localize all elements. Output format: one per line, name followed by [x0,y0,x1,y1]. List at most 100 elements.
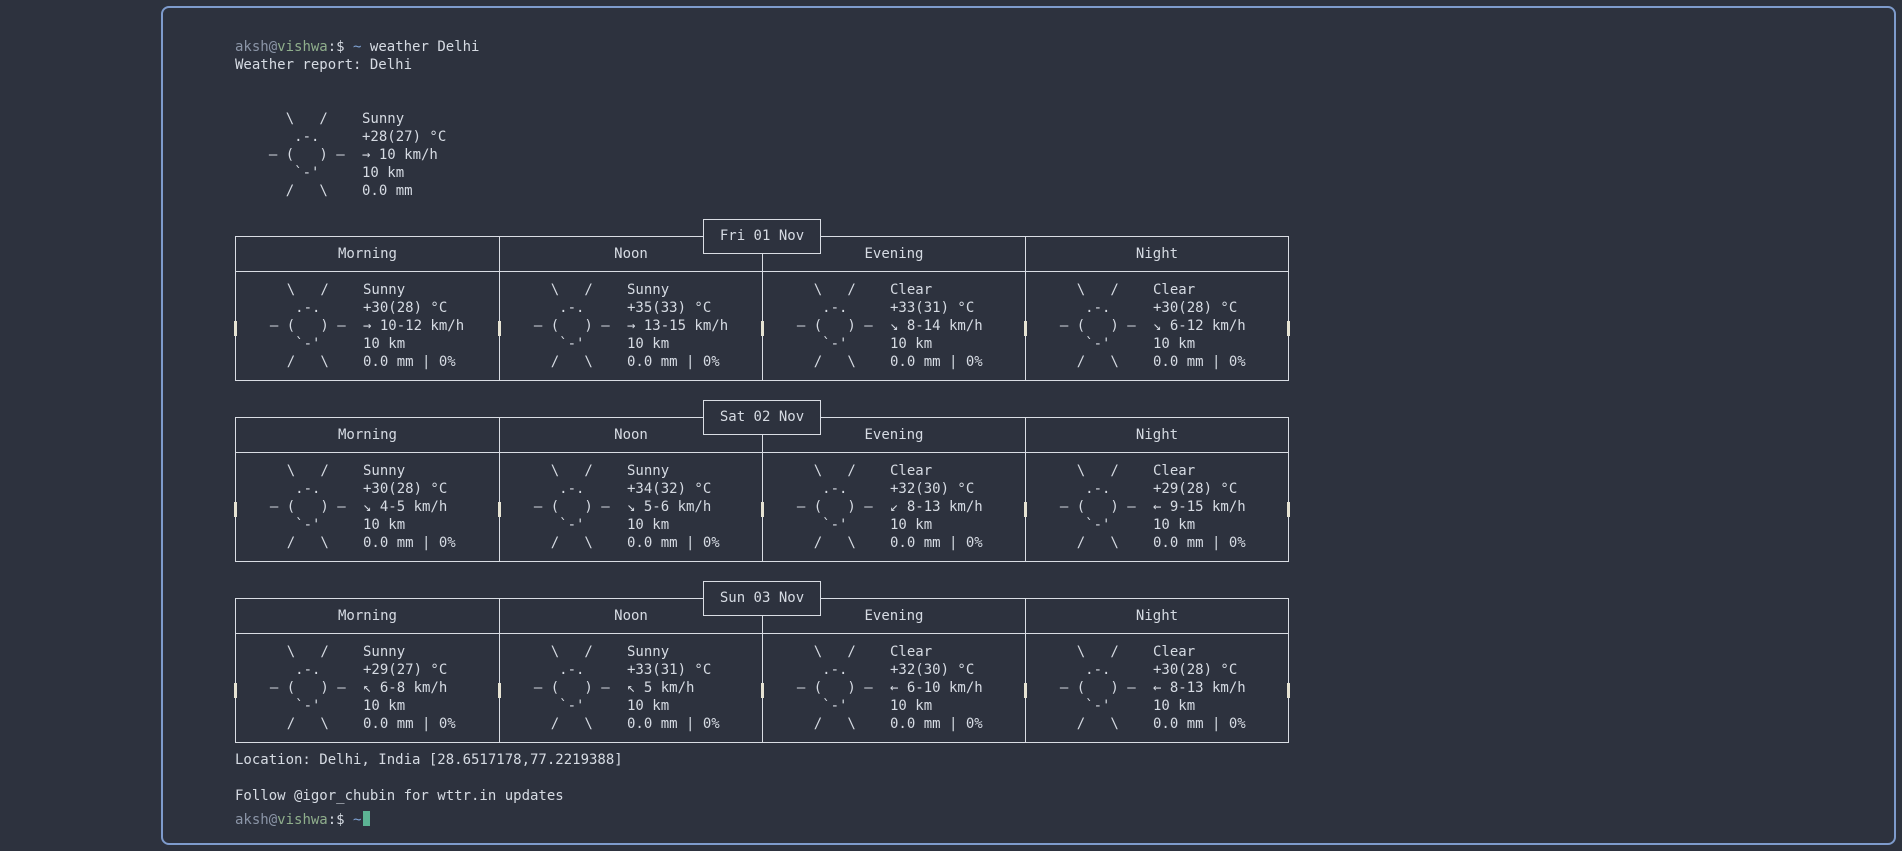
wind-text: ← 8-13 km/h [1153,680,1246,696]
prompt-tilde: ~ [353,39,362,55]
precipitation-text: 0.0 mm | 0% [627,354,720,370]
weather-cell-morning: \ / .-. – ( ) – `-' / \ Sunny +29(27) °C… [236,634,499,742]
temperature-text: +34(32) °C [627,481,712,497]
day-label-fri: Fri 01 Nov [703,219,821,254]
weather-cell-morning: \ / .-. – ( ) – `-' / \ Sunny +30(28) °C… [236,272,499,380]
sun-ascii-icon: \ / .-. – ( ) – `-' / \ [533,644,610,732]
temperature-text: +30(28) °C [363,481,448,497]
precipitation-text: 0.0 mm [362,183,413,199]
wind-line-tick [234,683,237,698]
weather-cell-noon: \ / .-. – ( ) – `-' / \ Sunny +35(33) °C… [499,272,762,380]
temperature-text: +32(30) °C [890,662,975,678]
current-conditions-text: Sunny +28(27) °C → 10 km/h 10 km 0.0 mm [362,110,446,200]
period-header-night: Night [1025,599,1288,634]
wind-text: ← 6-10 km/h [890,680,983,696]
wind-text: → 13-15 km/h [627,318,729,334]
weather-cell-night: \ / .-. – ( ) – `-' / \ Clear +30(28) °C… [1025,634,1288,742]
prompt-at: @ [268,812,278,828]
period-header-evening: Evening [762,418,1025,453]
wind-text: → 10 km/h [362,147,438,163]
visibility-text: 10 km [1153,698,1196,714]
visibility-text: 10 km [890,698,933,714]
visibility-text: 10 km [1153,517,1196,533]
visibility-text: 10 km [1153,336,1196,352]
blank-line [235,769,1894,787]
condition-text: Clear [1153,282,1196,298]
visibility-text: 10 km [363,698,406,714]
visibility-text: 10 km [627,336,670,352]
precipitation-text: 0.0 mm | 0% [1153,354,1246,370]
wind-text: ↘ 8-14 km/h [890,318,983,334]
wind-line-tick [1287,321,1290,336]
condition-text: Sunny [363,463,406,479]
period-header-row: Morning Noon Evening Night [236,418,1288,453]
forecast-table-fri: Fri 01 Nov Morning Noon Evening Night \ … [234,219,1290,381]
condition-text: Sunny [627,644,670,660]
temperature-text: +32(30) °C [890,481,975,497]
condition-text: Sunny [363,644,406,660]
wind-line-tick [761,683,764,698]
wind-text: ↙ 8-13 km/h [890,499,983,515]
visibility-text: 10 km [627,517,670,533]
sun-ascii-icon: \ / .-. – ( ) – `-' / \ [269,282,346,370]
sun-ascii-icon: \ / .-. – ( ) – `-' / \ [1059,463,1136,551]
sun-ascii-icon: \ / .-. – ( ) – `-' / \ [269,463,346,551]
visibility-text: 10 km [363,336,406,352]
sun-ascii-icon: \ / .-. – ( ) – `-' / \ [269,644,346,732]
prompt-tilde: ~ [353,812,362,828]
condition-text: Sunny [627,282,670,298]
forecast-body-row: \ / .-. – ( ) – `-' / \ Sunny +30(28) °C… [236,272,1288,380]
wind-text: ↖ 6-8 km/h [363,680,448,696]
precipitation-text: 0.0 mm | 0% [890,354,983,370]
weather-cell-evening: \ / .-. – ( ) – `-' / \ Clear +32(30) °C… [762,634,1025,742]
prompt-suffix: :$ [327,39,345,55]
weather-cell-morning: \ / .-. – ( ) – `-' / \ Sunny +30(28) °C… [236,453,499,561]
terminal-cursor [363,811,371,826]
sun-ascii-icon: \ / .-. – ( ) – `-' / \ [533,282,610,370]
period-header-row: Morning Noon Evening Night [236,237,1288,272]
wind-line-tick [234,321,237,336]
wind-line-tick [234,502,237,517]
sun-ascii-icon: \ / .-. – ( ) – `-' / \ [1059,282,1136,370]
current-conditions: \ / .-. – ( ) – `-' / \ Sunny +28(27) °C… [235,110,1894,200]
period-header-morning: Morning [337,246,397,262]
sun-ascii-icon: \ / .-. – ( ) – `-' / \ [796,282,873,370]
weather-cell-night: \ / .-. – ( ) – `-' / \ Clear +30(28) °C… [1025,272,1288,380]
sun-ascii-icon: \ / .-. – ( ) – `-' / \ [533,463,610,551]
visibility-text: 10 km [890,517,933,533]
wind-line-tick [1287,683,1290,698]
forecast-table-sat: Sat 02 Nov Morning Noon Evening Night \ … [234,400,1290,562]
command-text: weather Delhi [369,39,480,55]
condition-text: Clear [890,463,933,479]
temperature-text: +30(28) °C [1153,662,1238,678]
prompt-host: vishwa [277,812,328,828]
visibility-text: 10 km [362,165,405,181]
condition-text: Sunny [362,111,405,127]
wind-line-tick [498,502,501,517]
temperature-text: +30(28) °C [1153,300,1238,316]
weather-cell-evening: \ / .-. – ( ) – `-' / \ Clear +32(30) °C… [762,453,1025,561]
report-title: Weather report: Delhi [235,57,413,73]
wind-text: → 10-12 km/h [363,318,465,334]
wind-line-tick [1287,502,1290,517]
prompt-user: aksh [235,812,269,828]
active-prompt-line[interactable]: aksh@vishwa:$ ~ [235,811,1894,829]
period-header-night: Night [1025,237,1288,272]
prompt-host: vishwa [277,39,328,55]
condition-text: Sunny [627,463,670,479]
period-header-row: Morning Noon Evening Night [236,599,1288,634]
terminal-content: aksh@vishwa:$ ~ weather Delhi Weather re… [163,8,1894,829]
visibility-text: 10 km [627,698,670,714]
period-header-noon: Noon [499,237,762,272]
forecast-body-row: \ / .-. – ( ) – `-' / \ Sunny +30(28) °C… [236,453,1288,561]
visibility-text: 10 km [890,336,933,352]
period-header-night: Night [1025,418,1288,453]
precipitation-text: 0.0 mm | 0% [890,535,983,551]
weather-cell-evening: \ / .-. – ( ) – `-' / \ Clear +33(31) °C… [762,272,1025,380]
weather-cell-noon: \ / .-. – ( ) – `-' / \ Sunny +33(31) °C… [499,634,762,742]
temperature-text: +33(31) °C [890,300,975,316]
wind-line-tick [498,683,501,698]
prompt-suffix: :$ [327,812,345,828]
precipitation-text: 0.0 mm | 0% [1153,535,1246,551]
forecast-table-sun: Sun 03 Nov Morning Noon Evening Night \ … [234,581,1290,743]
